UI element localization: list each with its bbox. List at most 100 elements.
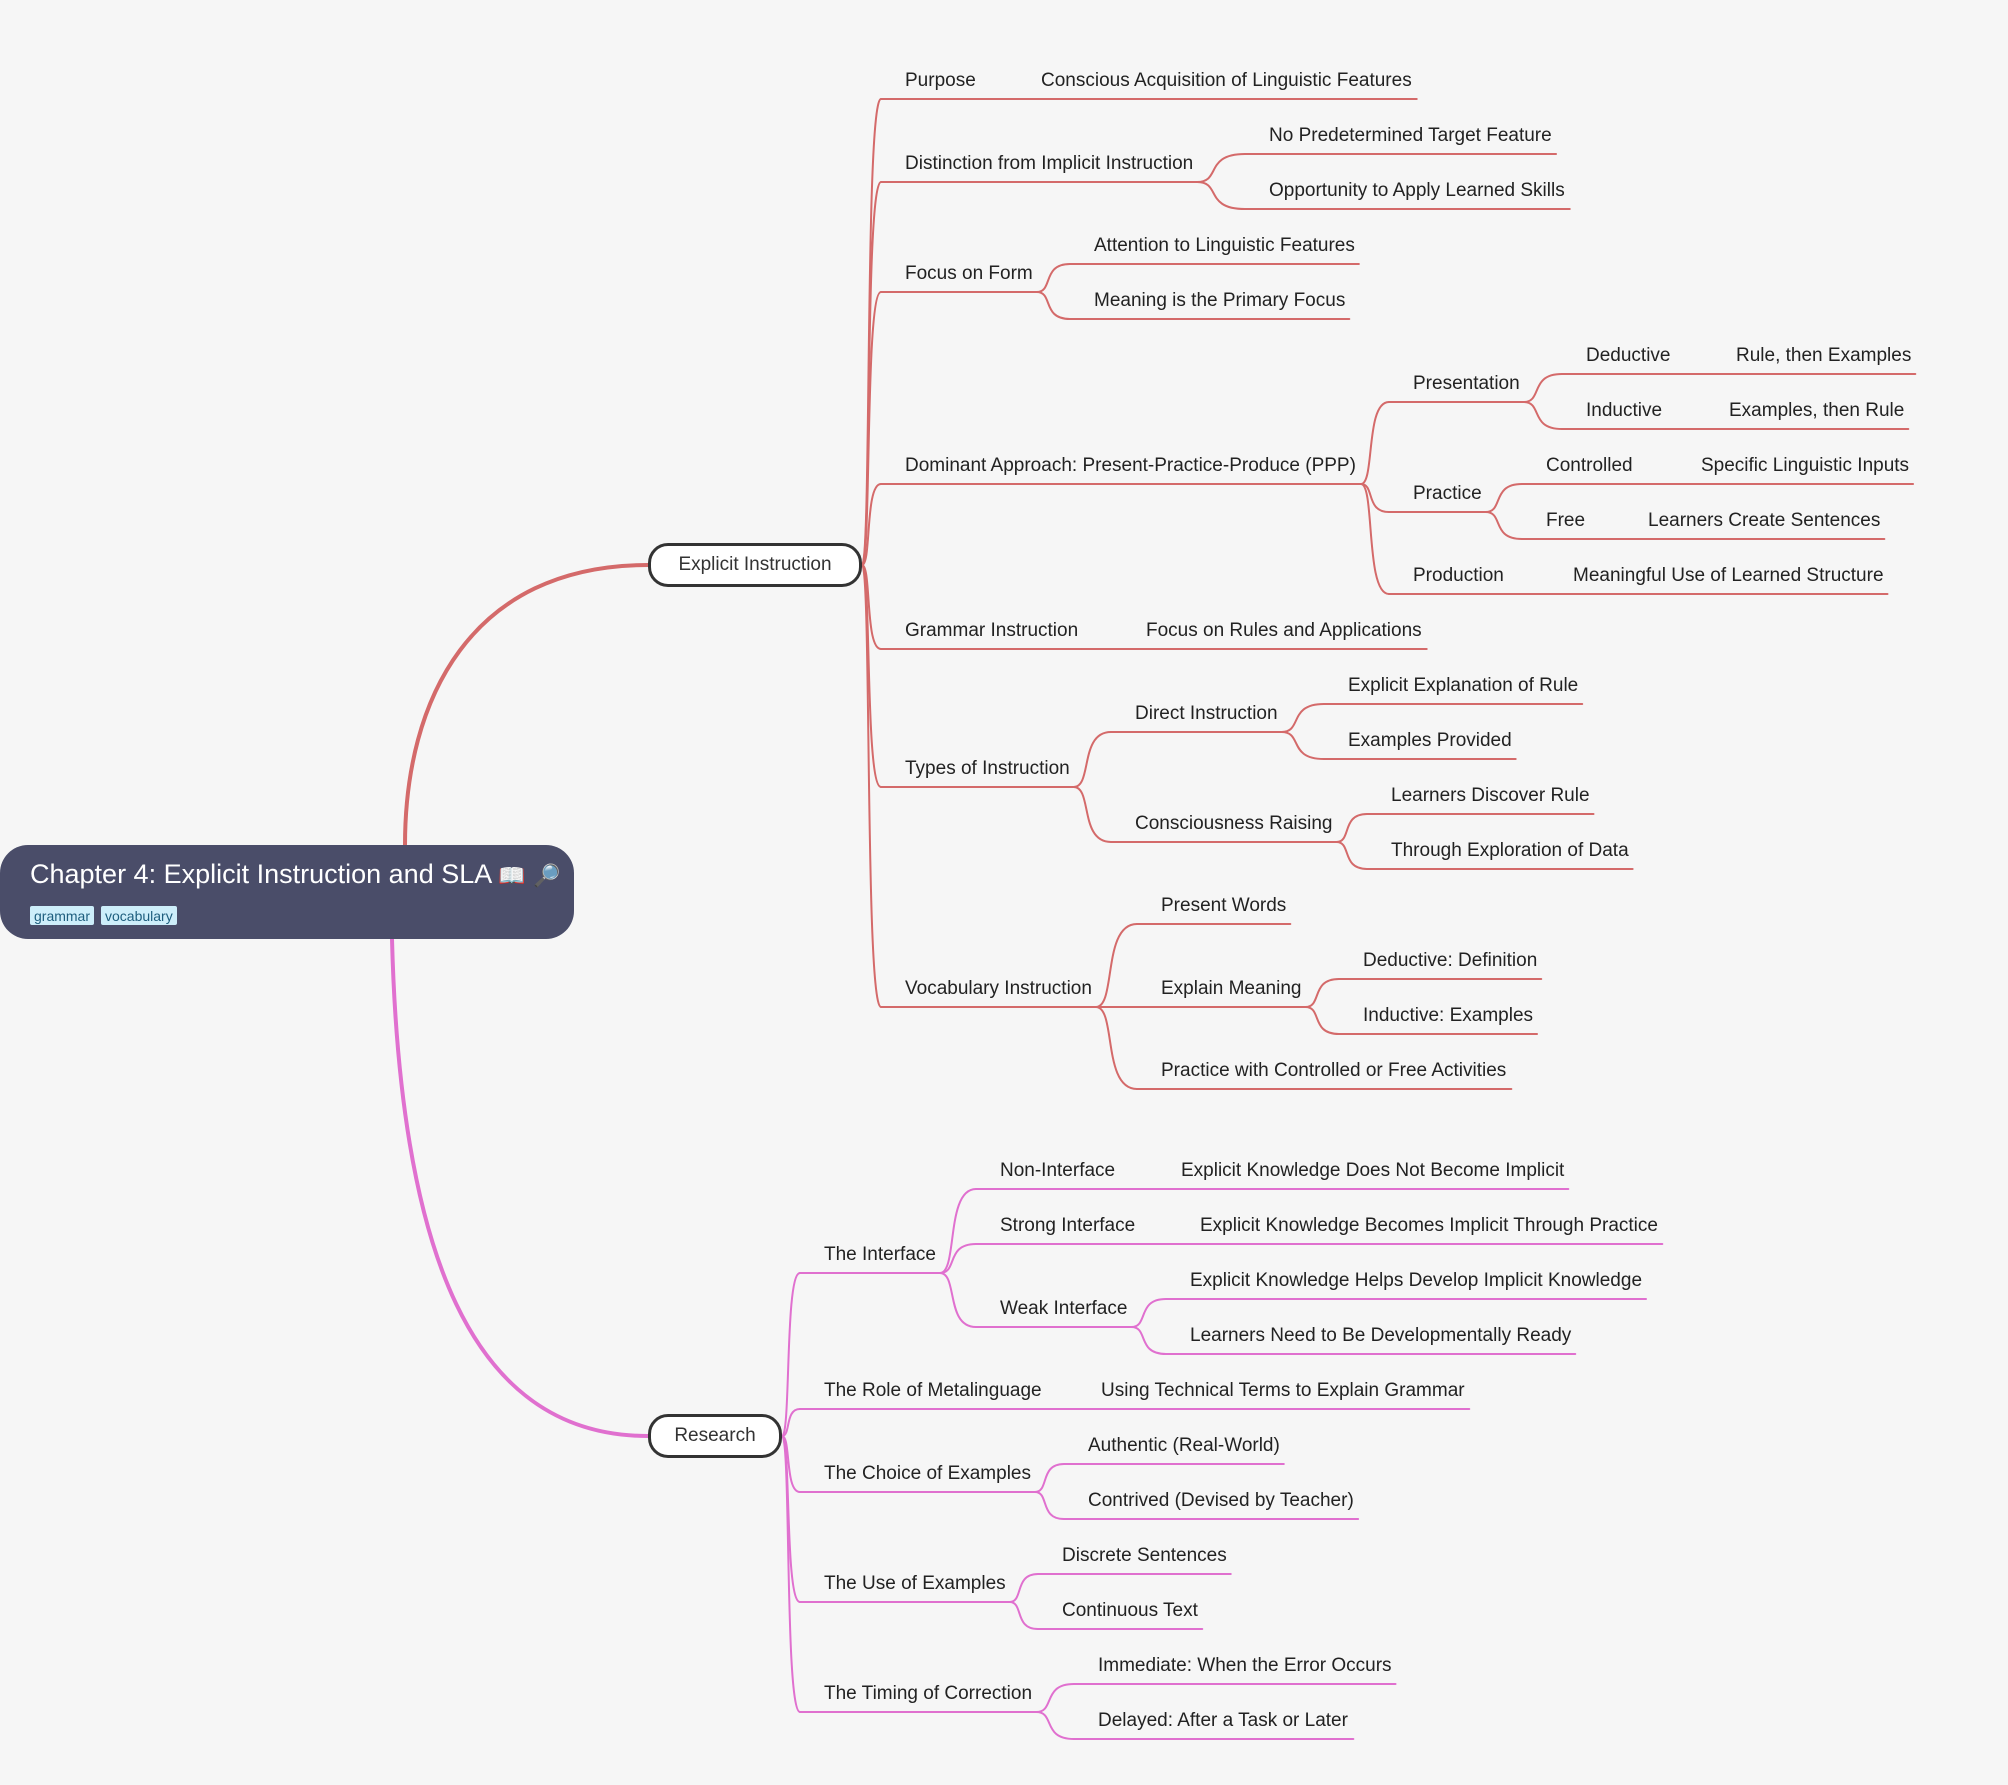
link-the-interface <box>781 1272 801 1437</box>
node-attention-to-linguistic-features[interactable]: Attention to Linguistic Features <box>1094 235 1355 256</box>
node-deductive[interactable]: Deductive <box>1586 345 1671 366</box>
link-practice-with-controlled-or-free-activities <box>1094 1006 1138 1090</box>
root-node[interactable]: Chapter 4: Explicit Instruction and SLA … <box>0 845 574 939</box>
link-inductive <box>1522 401 1563 430</box>
node-vocabulary-instruction[interactable]: Vocabulary Instruction <box>905 978 1092 999</box>
node-deductive-definition[interactable]: Deductive: Definition <box>1363 950 1538 971</box>
node-authentic-real-world[interactable]: Authentic (Real-World) <box>1088 1435 1280 1456</box>
link-no-predetermined-target-feature <box>1196 153 1246 183</box>
node-specific-linguistic-inputs[interactable]: Specific Linguistic Inputs <box>1701 455 1910 476</box>
node-non-interface[interactable]: Non-Interface <box>1000 1160 1116 1181</box>
link-through-exploration-of-data <box>1335 841 1368 870</box>
node-rule-then-examples[interactable]: Rule, then Examples <box>1736 345 1912 366</box>
node-present-words[interactable]: Present Words <box>1161 895 1287 916</box>
root-title: Chapter 4: Explicit Instruction and SLA … <box>30 859 561 890</box>
node-focus-on-rules-and-applications[interactable]: Focus on Rules and Applications <box>1146 620 1422 641</box>
link-present-words <box>1094 923 1138 1008</box>
node-distinction-from-implicit-instruction[interactable]: Distinction from Implicit Instruction <box>905 153 1194 174</box>
link-the-timing-of-correction <box>781 1435 801 1713</box>
node-production[interactable]: Production <box>1413 565 1504 586</box>
link-examples-provided <box>1280 731 1325 760</box>
node-explicit-knowledge-helps-develop-implicit-knowledge[interactable]: Explicit Knowledge Helps Develop Implici… <box>1190 1270 1643 1291</box>
link-non-interface <box>938 1188 977 1274</box>
node-controlled[interactable]: Controlled <box>1546 455 1633 476</box>
link-explicit-knowledge-helps-develop-implicit-knowledge <box>1130 1298 1167 1328</box>
node-continuous-text[interactable]: Continuous Text <box>1062 1600 1198 1621</box>
link-free <box>1484 511 1523 540</box>
link-weak-interface <box>938 1272 977 1328</box>
link-types-of-instruction <box>861 564 882 788</box>
node-focus-on-form[interactable]: Focus on Form <box>905 263 1033 284</box>
branch-explicit-instruction[interactable]: Explicit Instruction <box>648 543 862 587</box>
node-the-interface[interactable]: The Interface <box>824 1244 936 1265</box>
link-meaning-is-the-primary-focus <box>1035 291 1071 320</box>
tag-list: grammar vocabulary <box>30 906 177 925</box>
link-direct-instruction <box>1072 731 1112 788</box>
node-consciousness-raising[interactable]: Consciousness Raising <box>1135 813 1333 834</box>
node-meaning-is-the-primary-focus[interactable]: Meaning is the Primary Focus <box>1094 290 1346 311</box>
node-learners-need-to-be-developmentally-ready[interactable]: Learners Need to Be Developmentally Read… <box>1190 1325 1572 1346</box>
link-learners-discover-rule <box>1335 813 1368 843</box>
node-examples-provided[interactable]: Examples Provided <box>1348 730 1512 751</box>
node-direct-instruction[interactable]: Direct Instruction <box>1135 703 1278 724</box>
node-through-exploration-of-data[interactable]: Through Exploration of Data <box>1391 840 1629 861</box>
node-discrete-sentences[interactable]: Discrete Sentences <box>1062 1545 1227 1566</box>
link-the-role-of-metalinguage <box>781 1408 801 1437</box>
tag-vocabulary[interactable]: vocabulary <box>101 906 177 925</box>
link-dominant-approach-present-practice-produce-ppp <box>861 483 882 566</box>
link-discrete-sentences <box>1008 1573 1039 1603</box>
book-icon: 📖 <box>498 863 526 888</box>
node-the-use-of-examples[interactable]: The Use of Examples <box>824 1573 1006 1594</box>
node-explicit-explanation-of-rule[interactable]: Explicit Explanation of Rule <box>1348 675 1579 696</box>
node-types-of-instruction[interactable]: Types of Instruction <box>905 758 1070 779</box>
root-to-explicit-link-main <box>403 563 650 847</box>
node-the-role-of-metalinguage[interactable]: The Role of Metalinguage <box>824 1380 1042 1401</box>
node-strong-interface[interactable]: Strong Interface <box>1000 1215 1136 1236</box>
link-presentation <box>1359 401 1390 485</box>
link-strong-interface <box>938 1243 977 1274</box>
node-practice[interactable]: Practice <box>1413 483 1482 504</box>
node-the-timing-of-correction[interactable]: The Timing of Correction <box>824 1683 1033 1704</box>
node-immediate-when-the-error-occurs[interactable]: Immediate: When the Error Occurs <box>1098 1655 1392 1676</box>
node-dominant-approach-present-practice-produce-ppp[interactable]: Dominant Approach: Present-Practice-Prod… <box>905 455 1356 476</box>
node-opportunity-to-apply-learned-skills[interactable]: Opportunity to Apply Learned Skills <box>1269 180 1565 201</box>
link-controlled <box>1484 483 1523 513</box>
node-weak-interface[interactable]: Weak Interface <box>1000 1298 1128 1319</box>
node-learners-create-sentences[interactable]: Learners Create Sentences <box>1648 510 1881 531</box>
link-opportunity-to-apply-learned-skills <box>1196 181 1246 210</box>
link-focus-on-form <box>861 291 882 566</box>
root-to-research-link <box>390 937 650 1438</box>
node-meaningful-use-of-learned-structure[interactable]: Meaningful Use of Learned Structure <box>1573 565 1884 586</box>
link-delayed-after-a-task-or-later <box>1035 1711 1075 1740</box>
node-no-predetermined-target-feature[interactable]: No Predetermined Target Feature <box>1269 125 1552 146</box>
link-explicit-explanation-of-rule <box>1280 703 1325 733</box>
link-grammar-instruction <box>861 564 882 650</box>
node-examples-then-rule[interactable]: Examples, then Rule <box>1729 400 1905 421</box>
node-explain-meaning[interactable]: Explain Meaning <box>1161 978 1302 999</box>
link-practice <box>1359 483 1390 513</box>
link-immediate-when-the-error-occurs <box>1035 1683 1075 1713</box>
node-conscious-acquisition-of-linguistic-features[interactable]: Conscious Acquisition of Linguistic Feat… <box>1041 70 1412 91</box>
node-the-choice-of-examples[interactable]: The Choice of Examples <box>824 1463 1031 1484</box>
node-grammar-instruction[interactable]: Grammar Instruction <box>905 620 1079 641</box>
branch-research[interactable]: Research <box>648 1414 782 1458</box>
node-purpose[interactable]: Purpose <box>905 70 976 91</box>
node-contrived-devised-by-teacher[interactable]: Contrived (Devised by Teacher) <box>1088 1490 1354 1511</box>
node-explicit-knowledge-does-not-become-implicit[interactable]: Explicit Knowledge Does Not Become Impli… <box>1181 1160 1565 1181</box>
link-production <box>1359 483 1390 595</box>
node-explicit-knowledge-becomes-implicit-through-practice[interactable]: Explicit Knowledge Becomes Implicit Thro… <box>1200 1215 1658 1236</box>
node-presentation[interactable]: Presentation <box>1413 373 1520 394</box>
link-deductive <box>1522 373 1563 403</box>
node-inductive[interactable]: Inductive <box>1586 400 1663 421</box>
link-vocabulary-instruction <box>861 564 882 1008</box>
node-delayed-after-a-task-or-later[interactable]: Delayed: After a Task or Later <box>1098 1710 1348 1731</box>
node-free[interactable]: Free <box>1546 510 1586 531</box>
node-learners-discover-rule[interactable]: Learners Discover Rule <box>1391 785 1590 806</box>
link-contrived-devised-by-teacher <box>1033 1491 1065 1520</box>
magnifier-icon: 🔎 <box>533 863 561 888</box>
tag-grammar[interactable]: grammar <box>30 906 95 925</box>
node-inductive-examples[interactable]: Inductive: Examples <box>1363 1005 1534 1026</box>
node-practice-with-controlled-or-free-activities[interactable]: Practice with Controlled or Free Activit… <box>1161 1060 1507 1081</box>
node-using-technical-terms-to-explain-grammar[interactable]: Using Technical Terms to Explain Grammar <box>1101 1380 1465 1401</box>
